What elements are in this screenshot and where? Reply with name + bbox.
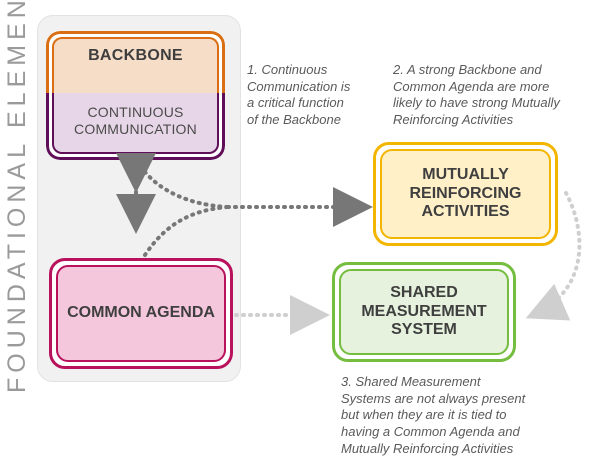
backbone-label: BACKBONE: [88, 47, 183, 64]
mutually-reinforcing-activities-label: MUTUALLY REINFORCING ACTIVITIES: [409, 166, 522, 221]
shared-measurement-system-box: SHARED MEASUREMENT SYSTEM: [332, 262, 516, 362]
shared-measurement-system-label: SHARED MEASUREMENT SYSTEM: [361, 284, 487, 339]
continuous-communication-label: CONTINUOUS COMMUNICATION: [74, 104, 197, 137]
mutually-reinforcing-activities-box: MUTUALLY REINFORCING ACTIVITIES: [373, 142, 558, 246]
common-agenda-label: COMMON AGENDA: [67, 304, 215, 322]
foundational-elements-label: FOUNDATIONAL ELEMENTS: [3, 0, 31, 393]
mutually-reinforcing-activities-inner: [380, 149, 551, 239]
continuous-communication-box: [52, 93, 219, 154]
common-agenda-box: COMMON AGENDA: [49, 258, 233, 369]
note-1: 1. Continuous Communication is a critica…: [247, 62, 351, 127]
common-agenda-inner: [56, 265, 226, 362]
backbone-box: [52, 37, 219, 93]
backbone-stack: BACKBONE CONTINUOUS COMMUNICATION: [46, 31, 225, 160]
note-2: 2. A strong Backbone and Common Agenda a…: [393, 62, 560, 127]
note-3: 3. Shared Measurement Systems are not al…: [341, 374, 526, 456]
shared-measurement-system-inner: [339, 269, 509, 355]
